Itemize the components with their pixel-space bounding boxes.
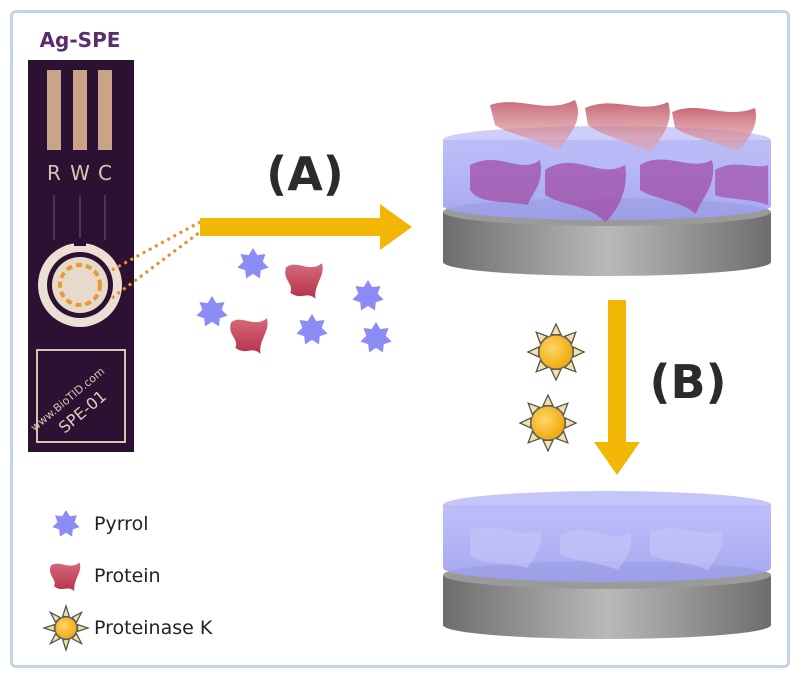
- modified-electrode-with-protein: [443, 100, 771, 276]
- proteinase-sun-icon: [526, 322, 586, 382]
- legend: Pyrrol Protein Proteinase K: [41, 510, 213, 653]
- contact-pin-c: [98, 70, 112, 150]
- legend-protein-icon: [49, 562, 81, 592]
- electrode-title: Ag-SPE: [40, 28, 121, 52]
- pyrrol-star-icon: [196, 296, 228, 327]
- step-b-label: (B): [649, 355, 726, 409]
- arrow-a: [200, 204, 412, 250]
- legend-label-proteinase-k: Proteinase K: [94, 617, 213, 639]
- electrode-sensing-area: [38, 238, 122, 327]
- monomer-mixture: [196, 248, 392, 354]
- legend-label-protein: Protein: [94, 565, 161, 587]
- proteinase-sun-icon: [518, 393, 578, 453]
- arrow-b: [594, 300, 640, 475]
- pyrrol-star-icon: [360, 322, 392, 353]
- zoom-line-top: [111, 220, 201, 272]
- pin-label-c: C: [98, 161, 112, 185]
- protein-icon: [230, 318, 268, 354]
- legend-pyrrol-icon: [52, 510, 80, 537]
- legend-proteinase-icon: [41, 603, 91, 653]
- pyrrol-star-icon: [352, 280, 384, 311]
- contact-pin-w: [73, 70, 87, 150]
- legend-label-pyrrol: Pyrrol: [94, 513, 148, 535]
- zoom-line-bottom: [111, 230, 201, 300]
- pin-label-r: R: [47, 161, 61, 185]
- pyrrol-star-icon: [237, 248, 269, 279]
- step-a-label: (A): [266, 147, 344, 201]
- proteinase-k-molecules: [518, 322, 586, 453]
- imprinted-electrode: [443, 491, 771, 639]
- pin-label-w: W: [70, 161, 90, 185]
- pyrrol-star-icon: [296, 314, 328, 345]
- electrode-label-box: [36, 349, 126, 443]
- contact-pin-r: [47, 70, 61, 150]
- protein-icon: [285, 263, 323, 299]
- screen-printed-electrode: R W C www.BioTID.com SPE-01: [28, 60, 134, 452]
